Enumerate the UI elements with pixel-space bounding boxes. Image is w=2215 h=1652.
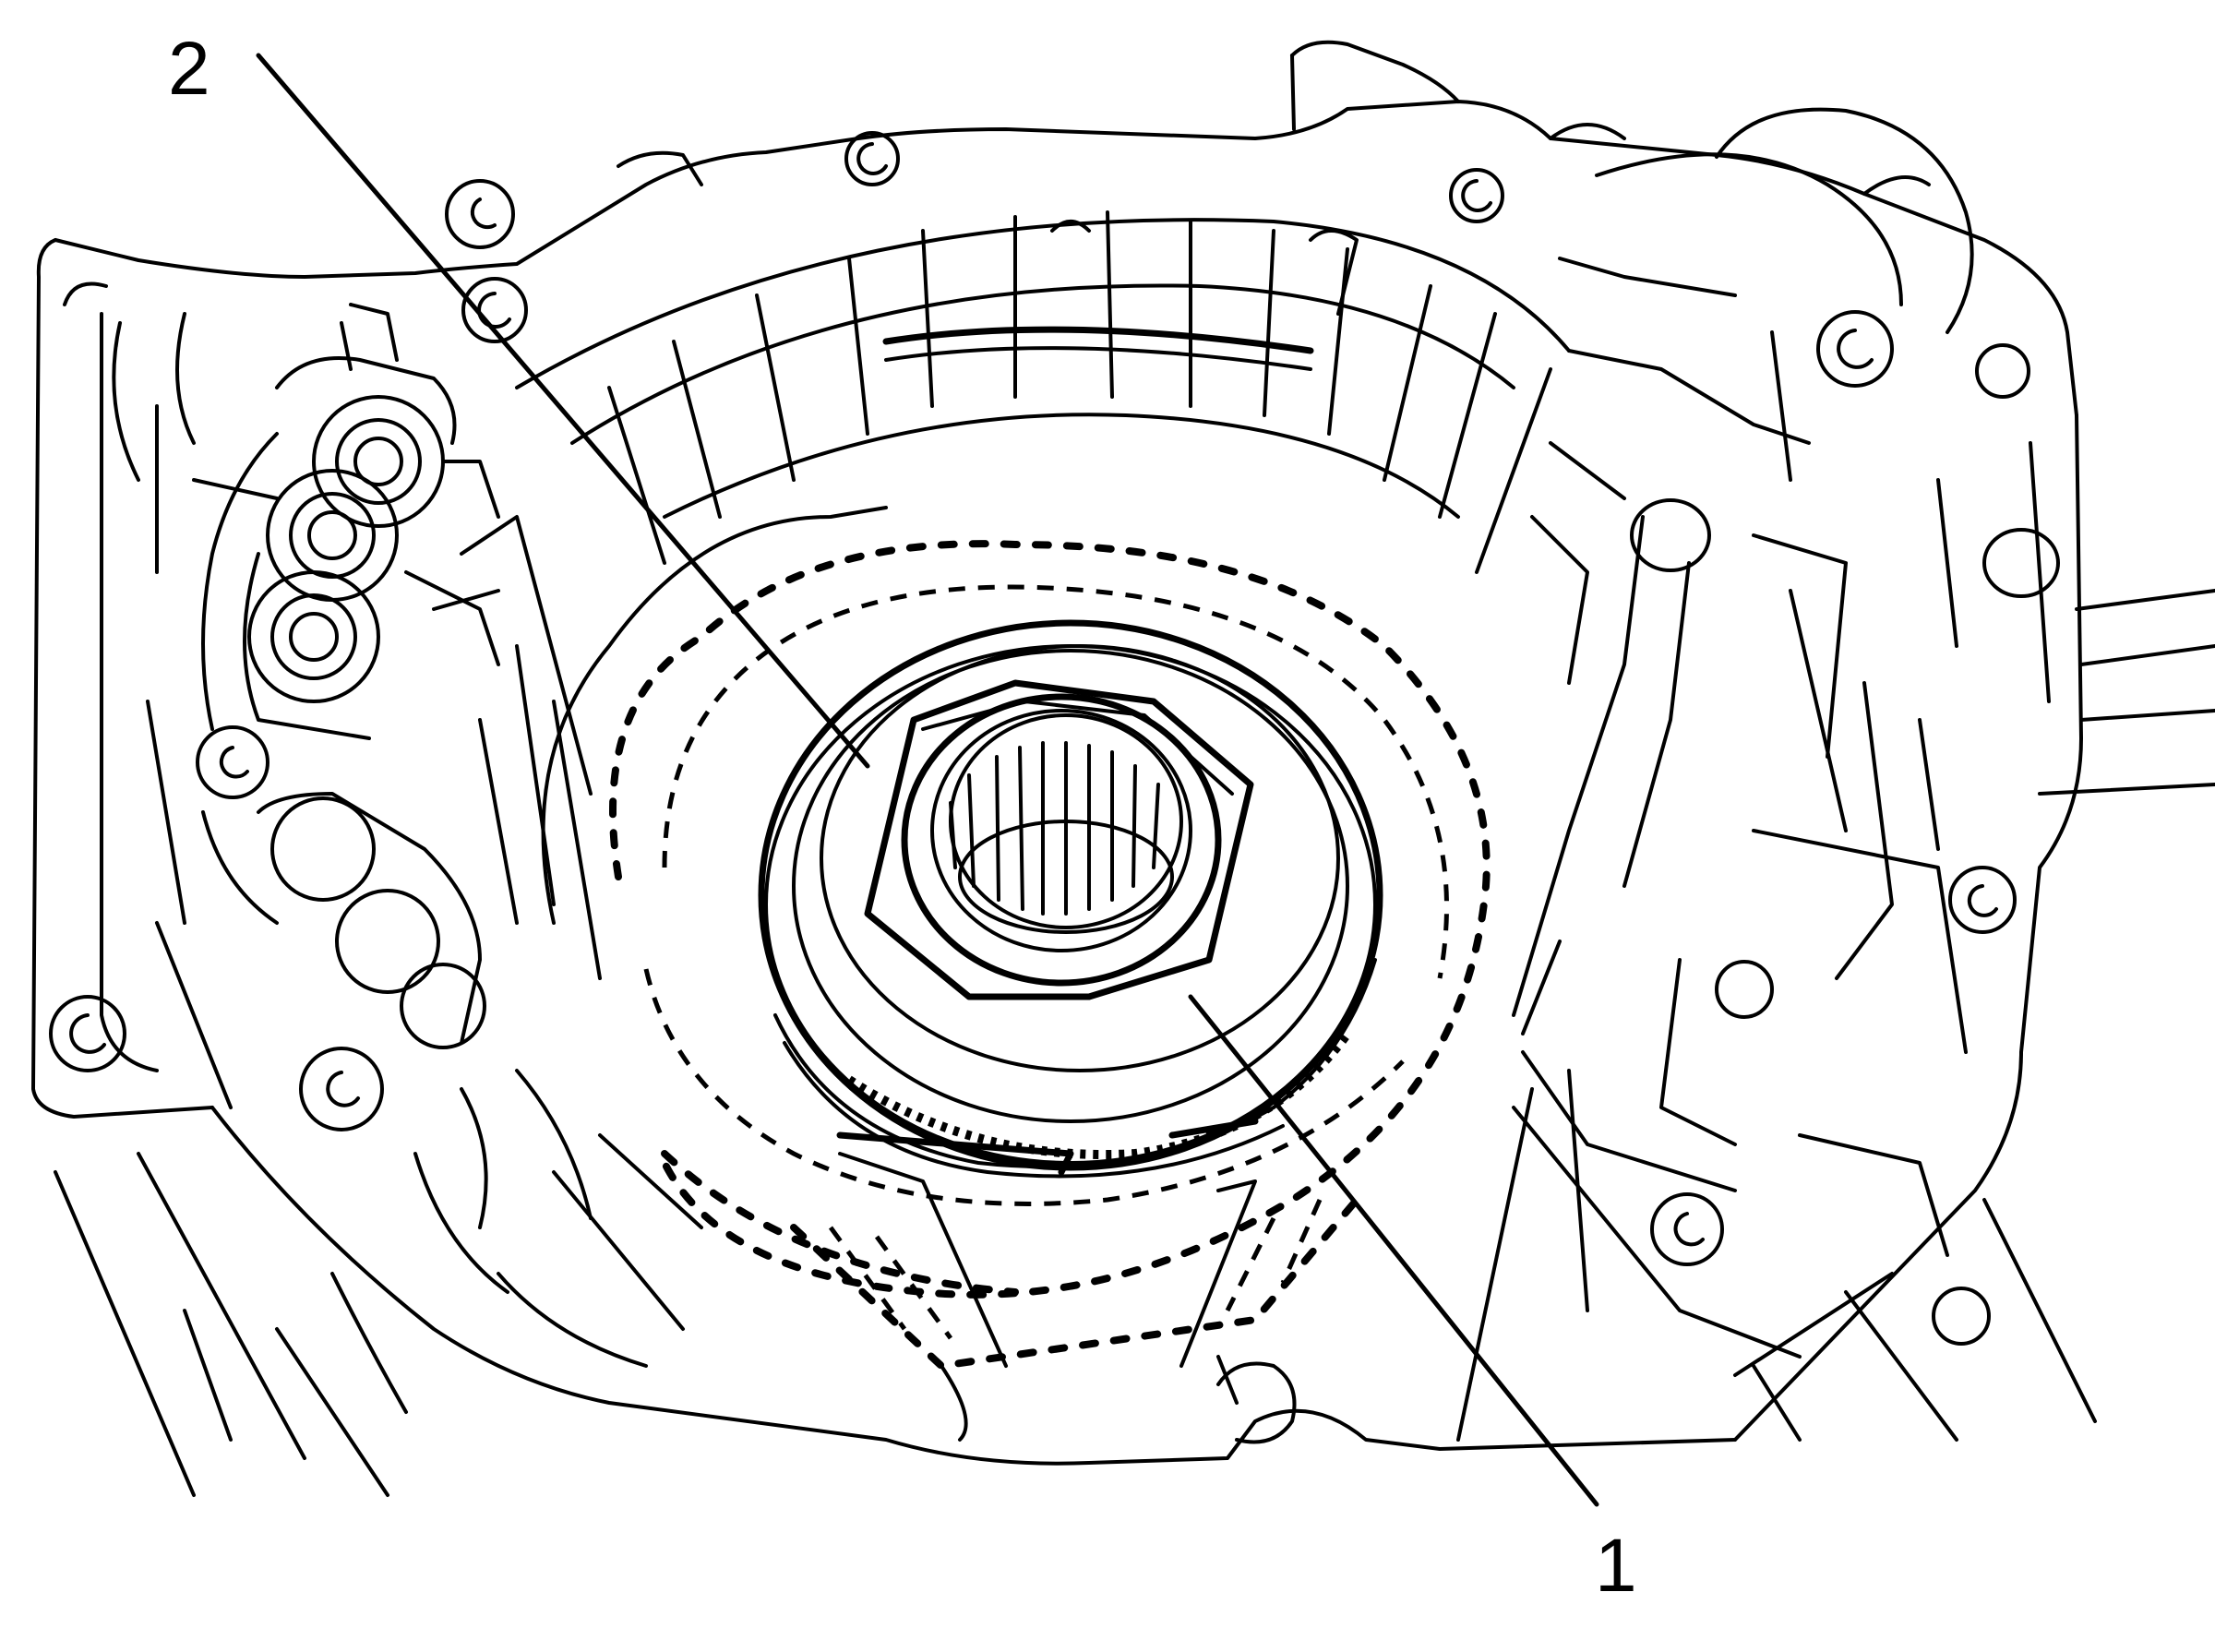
leader-line-2 (256, 53, 870, 769)
valve-body-solenoids (112, 303, 703, 1368)
transmission-housing (31, 40, 2215, 1497)
drive-hub (758, 619, 1383, 1179)
callout-label-2: 2 (168, 27, 210, 111)
right-valve-channels (1456, 257, 2051, 1442)
clutch-pack-assembly (541, 506, 1491, 1442)
leader-line-1 (1188, 994, 1599, 1507)
leader-lines (256, 53, 1599, 1507)
callout-label-1: 1 (1595, 1524, 1637, 1608)
clutch-drum-slots (432, 210, 1571, 980)
